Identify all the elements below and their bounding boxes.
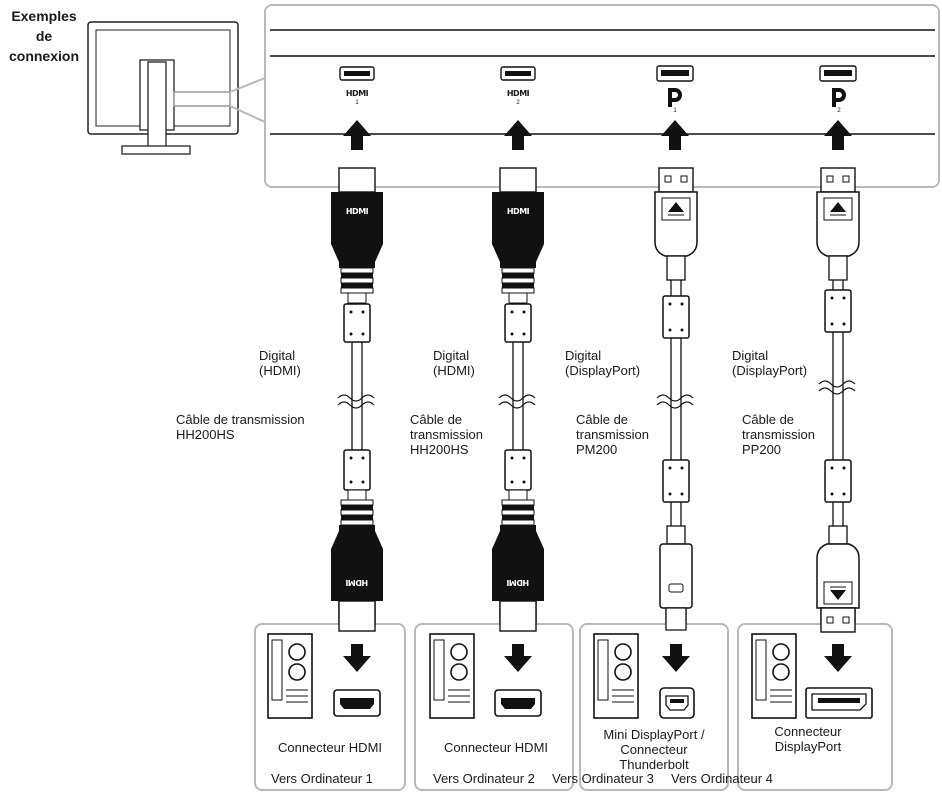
signal-label-4: Digital (DisplayPort) — [732, 348, 808, 378]
plug-logo-hdmi-2-bottom: HDMI — [506, 578, 530, 587]
signal-label-3: Digital (DisplayPort) — [565, 348, 641, 378]
port-number-hdmi-1: 1 — [355, 100, 359, 106]
monitor-rear-illustration — [87, 21, 239, 155]
hdmi-cable-1 — [331, 167, 383, 632]
hdmi-connector-pc-1 — [333, 689, 381, 717]
cable-break-marks — [337, 380, 856, 409]
pc-connector-label-3: Mini DisplayPort / Connecteur Thunderbol… — [603, 727, 705, 772]
down-arrows — [343, 644, 852, 672]
port-number-hdmi-2: 2 — [516, 100, 520, 106]
port-number-dp-2: 2 — [837, 108, 841, 114]
cable-label-2: Câble de transmission HH200HS — [410, 412, 483, 457]
pc-connector-label-2: Connecteur HDMI — [443, 740, 549, 755]
displayport-cable-3 — [654, 167, 698, 631]
hdmi-port-2 — [500, 66, 536, 81]
pc-tower-icon-1 — [267, 633, 313, 719]
target-label-1: Vers Ordinateur 1 — [271, 771, 373, 786]
displayport-logo-2 — [832, 88, 846, 107]
plug-logo-hdmi-2-top: HDMI — [506, 207, 530, 216]
plug-logo-hdmi-1-top: HDMI — [345, 207, 369, 216]
cable-label-1: Câble de transmission HH200HS — [176, 412, 305, 442]
port-brand-hdmi-2: HDMI — [506, 89, 530, 98]
pc-tower-icon-4 — [751, 633, 797, 719]
hdmi-port-1 — [339, 66, 375, 81]
port-panel — [264, 4, 940, 188]
displayport-connector-pc — [805, 687, 873, 719]
pc-tower-icon-2 — [429, 633, 475, 719]
port-number-dp-1: 1 — [673, 108, 677, 114]
signal-label-1: Digital (HDMI) — [259, 348, 301, 378]
displayport-logo-1 — [668, 88, 682, 107]
target-label-4: Vers Ordinateur 4 — [671, 771, 773, 786]
mini-displayport-connector-pc — [659, 687, 695, 719]
displayport-port-2 — [819, 65, 857, 82]
diagram-title: Exemples de connexion — [8, 8, 79, 64]
port-brand-hdmi-1: HDMI — [345, 89, 369, 98]
cable-label-4: Câble de transmission PP200 — [742, 412, 815, 457]
target-label-2: Vers Ordinateur 2 — [433, 771, 535, 786]
signal-label-2: Digital (HDMI) — [433, 348, 475, 378]
pc-connector-label-4: Connecteur DisplayPort — [774, 724, 842, 754]
cable-label-3: Câble de transmission PM200 — [576, 412, 649, 457]
displayport-port-1 — [656, 65, 694, 82]
pc-connector-label-1: Connecteur HDMI — [277, 740, 383, 755]
target-label-3: Vers Ordinateur 3 — [552, 771, 654, 786]
hdmi-connector-pc-2 — [494, 689, 542, 717]
hdmi-cable-2 — [492, 167, 544, 632]
displayport-cable-4 — [816, 167, 860, 633]
plug-logo-hdmi-1-bottom: HDMI — [345, 578, 369, 587]
pc-tower-icon-3 — [593, 633, 639, 719]
up-arrows — [343, 120, 852, 150]
